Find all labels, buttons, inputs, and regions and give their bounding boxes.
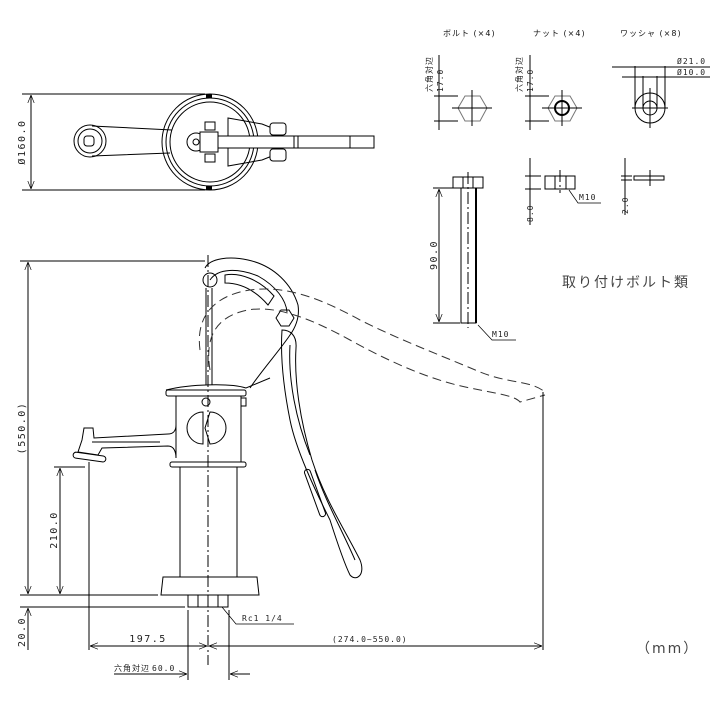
washer-inner-diameter: Ø10.0 [677,67,706,77]
total-height-label: (550.0) [17,402,28,455]
lever-slot [303,468,327,518]
handle-arc [204,257,299,389]
marker [206,94,212,98]
nut-top-view: 六角対辺 17.0 [514,55,582,130]
hex-socket [187,594,229,608]
washer-title: ワッシャ (×8) [620,29,682,38]
washer-side-view: 2.0 [621,158,665,215]
body-bottom-flange [169,461,247,468]
leader-line [477,324,516,341]
valve-half-left [186,411,204,445]
bolt-side-view: 90.0 M10 [429,172,516,341]
side-view: (550.0) 210.0 20.0 197.5 (274.0~550.0) 六… [17,255,546,680]
spout-reach-label: 197.5 [129,634,167,645]
spout-opening [83,135,95,147]
handle-inner-arc [209,270,288,313]
hex-label: 六角対辺 [114,663,150,673]
bracket-bolt [269,122,287,136]
nut-thread: M10 [579,193,596,202]
rod-pivot [202,272,218,288]
unit-label: （mm） [636,641,699,657]
body-cap-top [165,377,271,391]
lever-arm [280,329,363,579]
lever-inner [289,344,356,561]
diameter-label: Ø160.0 [16,119,28,164]
washer-thickness: 2.0 [621,197,630,214]
valve-half-right [204,411,227,445]
top-view: Ø160.0 [16,93,375,191]
body-lug [240,397,247,407]
bolt-title: ボルト (×4) [443,29,496,38]
marker [206,186,212,190]
washer-side [633,175,665,181]
parts-title: 取り付けボルト類 [562,275,690,291]
spout-height-label: 210.0 [49,511,60,549]
washer-top-view: Ø21.0 Ø10.0 [612,56,710,128]
bolt-head [204,153,216,163]
handle-alt-position-inner [208,308,546,403]
base-flange [160,576,260,596]
parts-section: ボルト (×4) ナット (×4) ワッシャ (×8) 六角対辺 17.0 六角… [424,29,710,341]
spout-ring [72,451,107,463]
link-block [199,131,219,153]
handle-slot [224,273,275,306]
nut-hex-value: 17.0 [526,69,535,92]
bolt-length: 90.0 [429,240,440,270]
leader-line [568,189,601,204]
nut-title: ナット (×4) [533,29,586,38]
pivot-hex [275,309,295,327]
spout-arm [91,125,173,157]
spout-end-outer [73,124,107,158]
spout-end-inner [77,128,103,154]
hex-value: 60.0 [152,664,175,673]
bolt-hex-label: 六角対辺 [424,56,434,92]
nut-height: 8.0 [526,205,535,222]
nut-hex-label: 六角対辺 [514,56,524,92]
bolt-hex-value: 17.0 [436,69,445,92]
handle-bar [217,135,375,149]
leader-line [221,606,294,625]
thread-label: Rc1 1/4 [242,614,283,623]
bolt-head [204,121,216,131]
body-plug [201,397,211,407]
bracket-bolt [269,148,287,162]
handle-reach-label: (274.0~550.0) [332,635,408,644]
spout [77,424,177,459]
pivot-pin [192,138,200,146]
bolt-top-view: 六角対辺 17.0 [424,55,492,130]
base-height-label: 20.0 [17,617,28,647]
handle-alt-position [198,288,546,393]
nut-side-view: 8.0 M10 [525,158,601,225]
bolt-thread: M10 [492,330,509,339]
body-cap [165,389,247,397]
washer-outer-diameter: Ø21.0 [677,56,706,66]
